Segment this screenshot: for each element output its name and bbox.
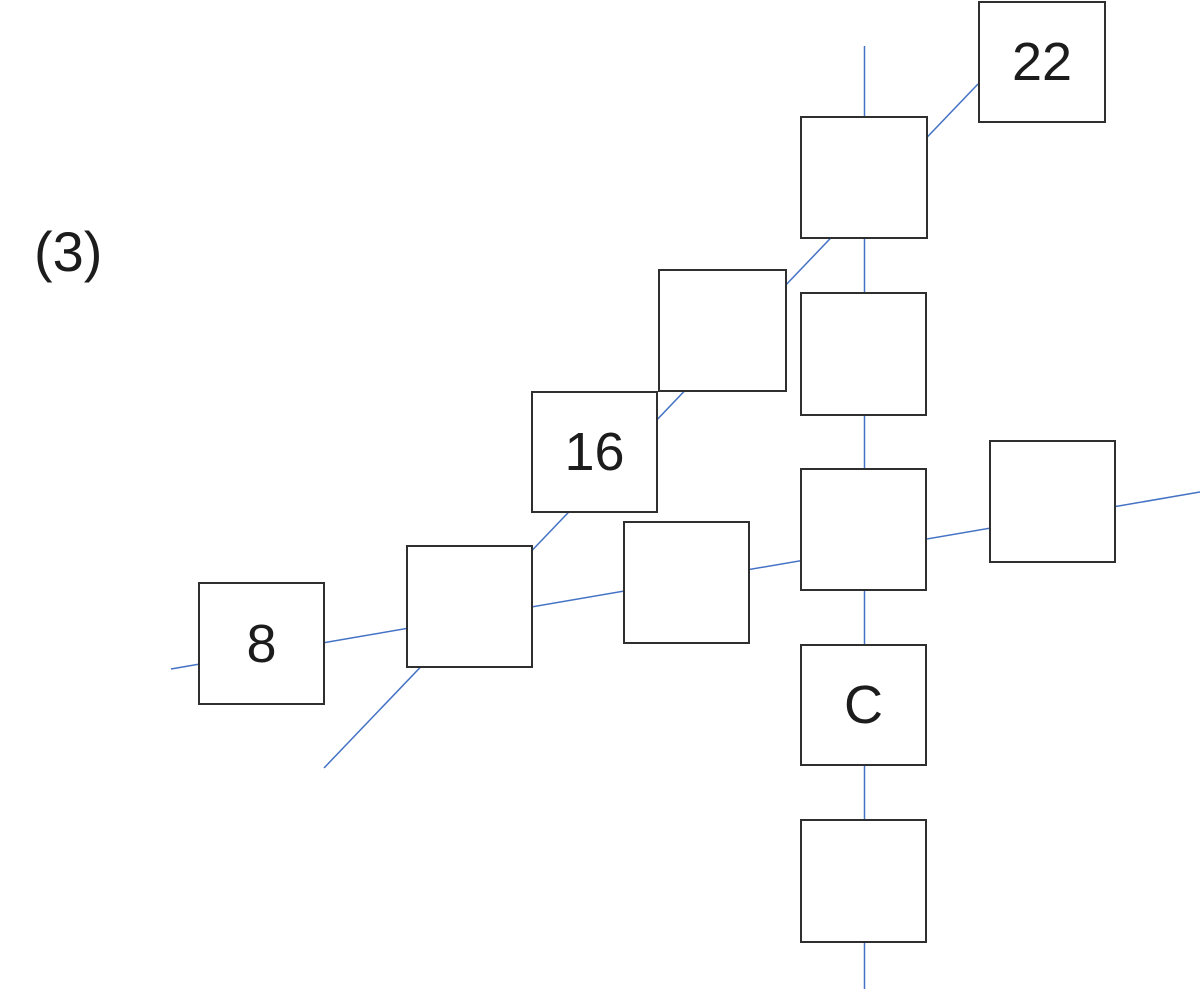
box-upper-diagonal: [658, 269, 787, 392]
box-22-label: 22: [1011, 32, 1073, 92]
box-16: 16: [531, 391, 658, 513]
box-8: 8: [198, 582, 325, 705]
box-16-label: 16: [564, 422, 625, 482]
box-8-label: 8: [246, 613, 277, 674]
box-middle-row: [623, 521, 750, 644]
box-center-cross: [800, 468, 927, 591]
box-right: [989, 440, 1116, 563]
box-column-second: [800, 292, 927, 416]
box-lower-diagonal: [406, 545, 533, 668]
box-22: 22: [978, 1, 1106, 123]
box-c: C: [800, 644, 927, 766]
figure-label: (3): [34, 220, 103, 283]
box-column-top: [800, 116, 928, 239]
box-c-label: C: [844, 675, 883, 735]
box-column-bottom: [800, 819, 927, 943]
